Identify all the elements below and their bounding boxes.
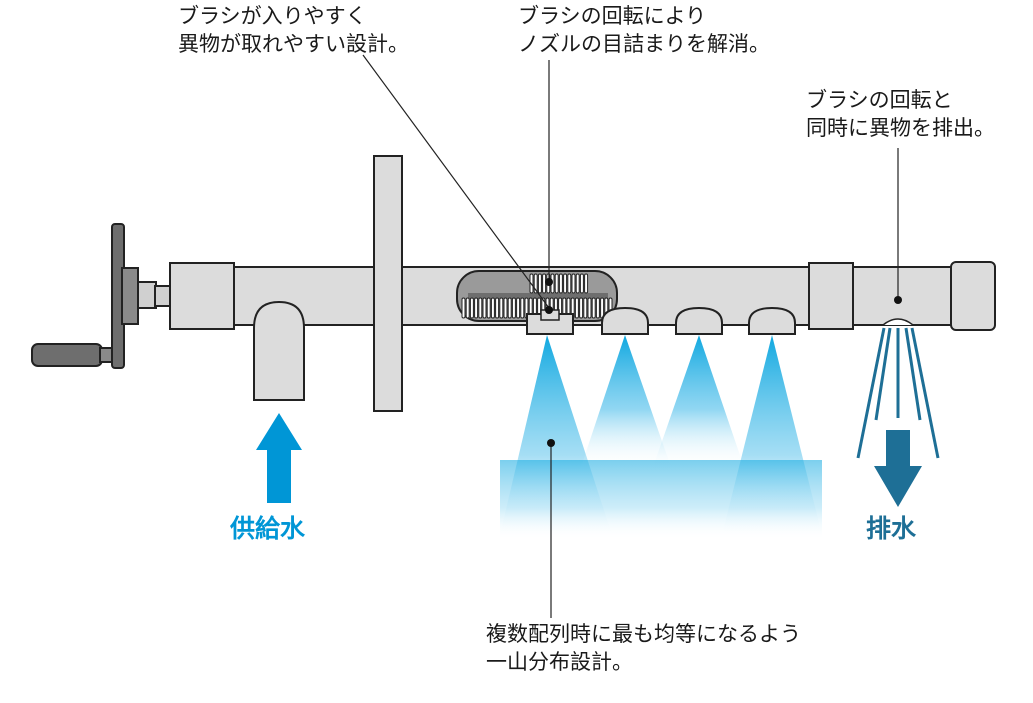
brush-bristle xyxy=(542,273,547,294)
annotation-line: ブラシの回転により xyxy=(518,4,707,28)
annotation-distribution: 複数配列時に最も均等になるよう 一山分布設計。 xyxy=(486,620,801,676)
drain-stream xyxy=(874,327,892,421)
drain-streams xyxy=(856,327,940,459)
annotation-line: 異物が取れやすい設計。 xyxy=(178,32,409,56)
brush-bristle xyxy=(595,297,600,319)
annotation-line: ブラシが入りやすく xyxy=(178,4,367,28)
outlet-cap xyxy=(950,261,996,331)
supply-water-label: 供給水 xyxy=(230,514,306,543)
mounting-plate xyxy=(373,155,403,412)
leader-dot xyxy=(547,439,555,447)
coupling xyxy=(137,281,157,309)
crank-hub xyxy=(121,267,139,325)
brush-bristle xyxy=(520,297,525,319)
brush-bristle xyxy=(575,273,580,294)
leader-dot xyxy=(894,296,902,304)
brush-bristle xyxy=(558,273,563,294)
brush-bristle xyxy=(537,273,542,294)
drain-water-label: 排水 xyxy=(866,514,917,543)
brush-bristle xyxy=(554,273,559,294)
brush-bristle xyxy=(516,297,521,319)
brush-bristle xyxy=(495,297,500,319)
supply-inlet xyxy=(253,300,305,401)
drain-stream xyxy=(856,327,886,459)
drain-stream xyxy=(910,327,940,459)
annotation-line: 同時に異物を排出。 xyxy=(806,116,995,140)
brush-bristle xyxy=(584,273,589,294)
leader-dot xyxy=(545,278,553,286)
brush-bristle xyxy=(587,297,592,319)
leader-brush-entry xyxy=(362,54,550,309)
leader-dot xyxy=(545,306,553,314)
annotation-discharge: ブラシの回転と 同時に異物を排出。 xyxy=(806,86,995,142)
annotation-nozzle-clog: ブラシの回転により ノズルの目詰まりを解消。 xyxy=(518,2,770,58)
spray-fan-2 xyxy=(580,335,672,470)
annotation-line: ブラシの回転と xyxy=(806,88,953,112)
brush-chamber xyxy=(456,270,618,322)
spray-fan-3 xyxy=(652,335,745,470)
brush-bristle xyxy=(591,297,596,319)
outlet-collar xyxy=(808,262,854,330)
brush-bristle xyxy=(478,297,483,319)
nozzle-2 xyxy=(601,306,649,335)
brush-bristles-lower xyxy=(461,297,613,319)
brush-bristle xyxy=(499,297,504,319)
brush-bristle xyxy=(511,297,516,319)
brush-bristles-upper xyxy=(529,273,589,294)
spray-pattern xyxy=(500,335,822,540)
brush-bristle xyxy=(490,297,495,319)
brush-bristle xyxy=(507,297,512,319)
brush-bristle xyxy=(567,273,572,294)
brush-bristle xyxy=(574,297,579,319)
brush-bristle xyxy=(482,297,487,319)
brush-bristle xyxy=(579,297,584,319)
annotation-line: ノズルの目詰まりを解消。 xyxy=(518,32,770,56)
handle-grip xyxy=(31,343,103,367)
brush-bristle xyxy=(465,297,470,319)
annotation-line: 一山分布設計。 xyxy=(486,650,633,674)
leader-lines xyxy=(362,54,899,618)
brush-bristle xyxy=(571,273,576,294)
brush-bristle xyxy=(461,297,466,319)
annotation-brush-entry: ブラシが入りやすく 異物が取れやすい設計。 xyxy=(178,2,409,58)
drain-stream xyxy=(904,327,922,421)
annotation-line: 複数配列時に最も均等になるよう xyxy=(486,622,801,646)
brush-core xyxy=(468,293,608,299)
inlet-cap xyxy=(169,262,235,330)
drain-arrow-icon xyxy=(874,430,922,507)
spray-base xyxy=(500,460,822,540)
brush-bristle xyxy=(486,297,491,319)
supply-arrow-icon xyxy=(256,413,302,503)
brush-bristle xyxy=(583,297,588,319)
brush-bristle xyxy=(579,273,584,294)
coupling-shaft xyxy=(154,285,172,307)
drain-port xyxy=(882,318,914,326)
brush-bristle xyxy=(563,273,568,294)
handle-assembly xyxy=(31,223,172,369)
brush-bristle xyxy=(503,297,508,319)
nozzle-4 xyxy=(748,306,796,335)
brush-bristle xyxy=(474,297,479,319)
brush-bristle xyxy=(469,297,474,319)
nozzle-3 xyxy=(675,306,723,335)
